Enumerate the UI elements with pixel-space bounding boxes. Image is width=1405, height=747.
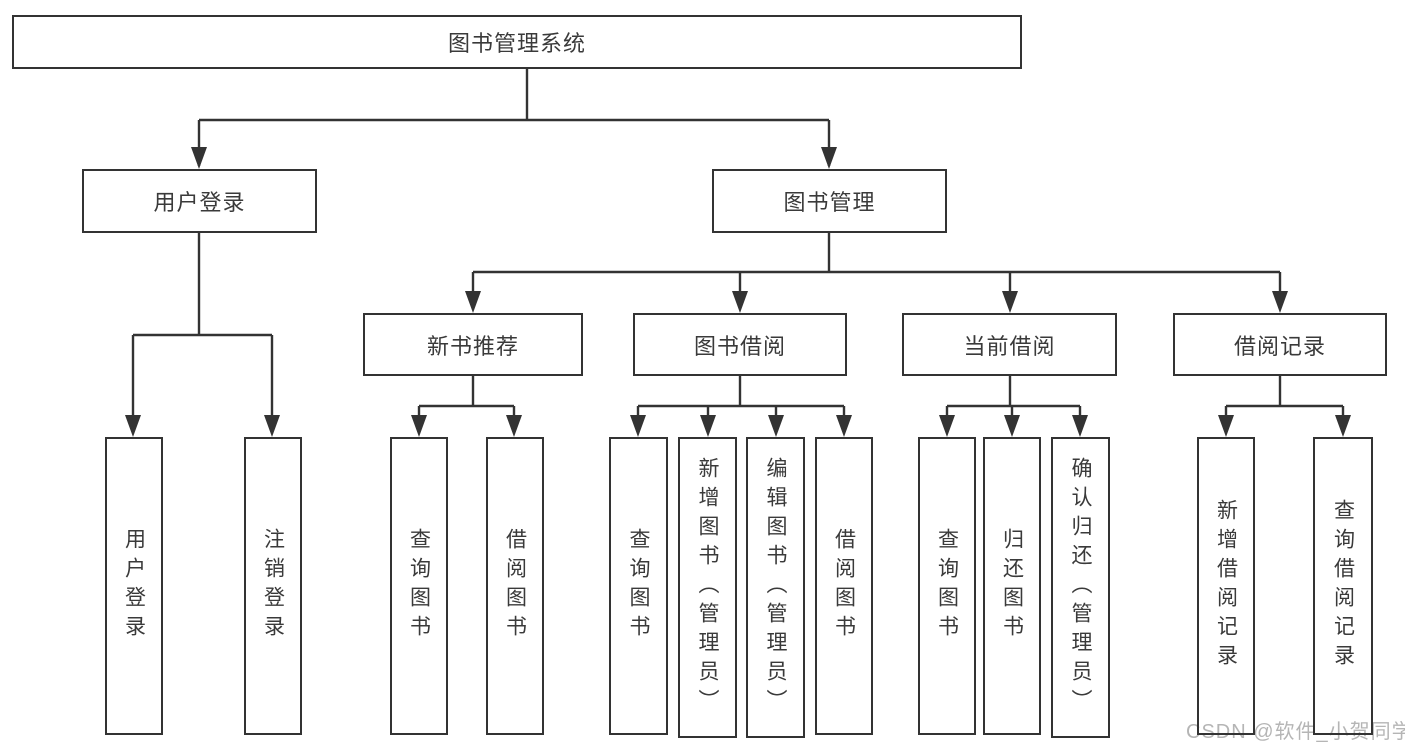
leaf-newbooks-borrow-books: 借阅图书 — [486, 437, 544, 735]
leaf-newbooks-query-books: 查询图书 — [390, 437, 448, 735]
leaf-borrowing-query-books: 查询图书 — [609, 437, 668, 735]
leaf-current-return-books: 归还图书 — [983, 437, 1041, 735]
leaf-logout: 注销登录 — [244, 437, 302, 735]
node-borrow-records: 借阅记录 — [1173, 313, 1387, 376]
leaf-borrowing-add-books-admin: 新增图书（管理员） — [678, 437, 737, 738]
node-new-book-recommend: 新书推荐 — [363, 313, 583, 376]
leaf-current-query-books: 查询图书 — [918, 437, 976, 735]
node-user-login: 用户登录 — [82, 169, 317, 233]
leaf-borrowing-borrow-books: 借阅图书 — [815, 437, 873, 735]
leaf-user-login: 用户登录 — [105, 437, 163, 735]
leaf-records-query-record: 查询借阅记录 — [1313, 437, 1373, 735]
node-current-borrowing: 当前借阅 — [902, 313, 1117, 376]
leaf-borrowing-edit-books-admin: 编辑图书（管理员） — [746, 437, 805, 738]
node-book-management: 图书管理 — [712, 169, 947, 233]
leaf-records-add-record: 新增借阅记录 — [1197, 437, 1255, 735]
csdn-watermark: CSDN @软件_小贺同学 — [1186, 721, 1405, 743]
node-book-borrowing: 图书借阅 — [633, 313, 847, 376]
tree-edges — [131, 68, 1345, 433]
leaf-current-confirm-return-admin: 确认归还（管理员） — [1051, 437, 1110, 738]
node-root-system: 图书管理系统 — [12, 15, 1022, 69]
